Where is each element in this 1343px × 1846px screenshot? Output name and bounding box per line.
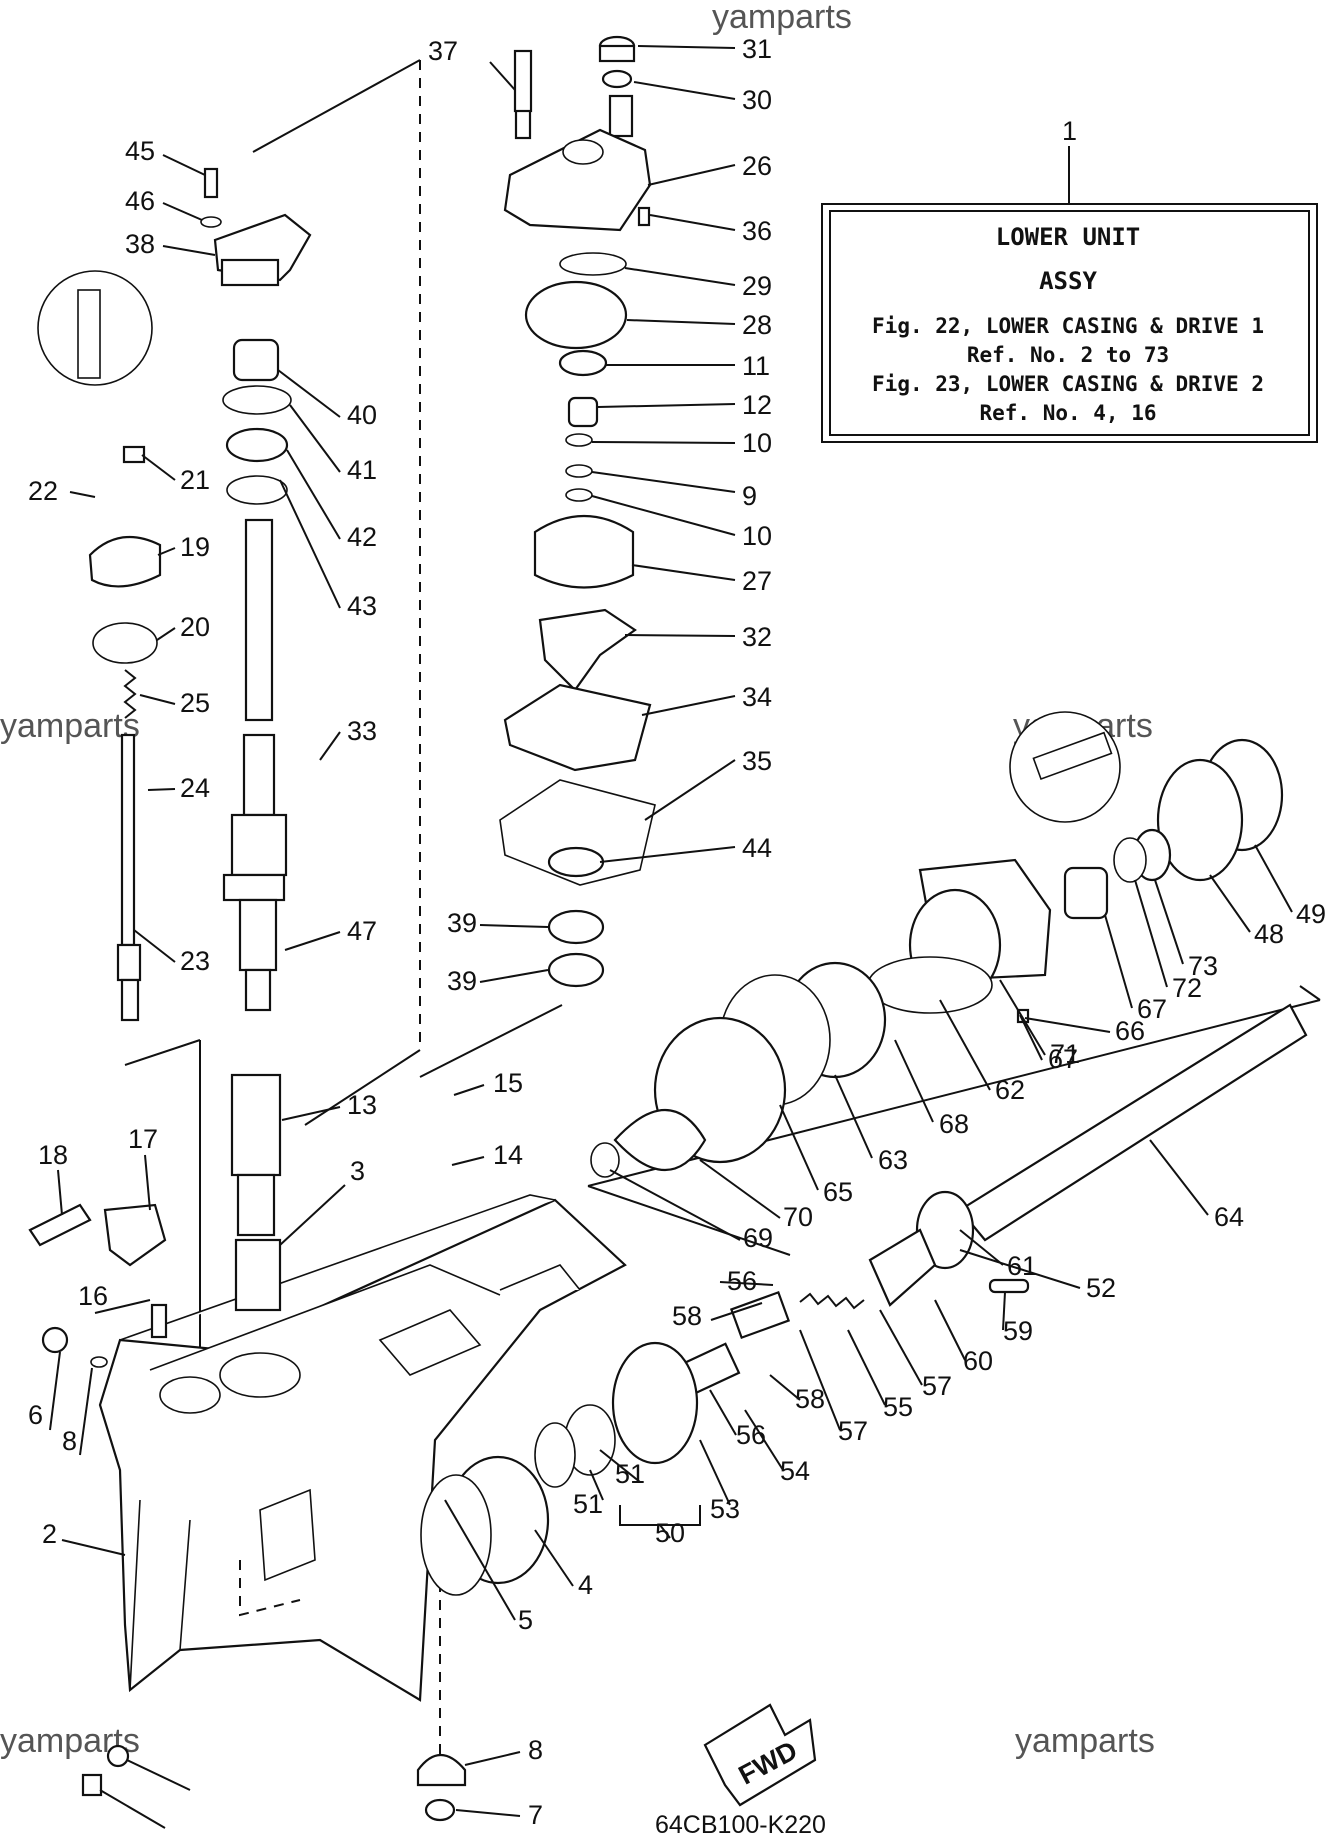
callout: 64 — [1214, 1202, 1244, 1232]
callout: 3 — [350, 1156, 365, 1186]
callout: 52 — [1086, 1273, 1116, 1303]
callout: 70 — [783, 1202, 813, 1232]
callout: 17 — [128, 1124, 158, 1154]
lower-casing — [98, 1194, 627, 1702]
callout: 48 — [1254, 919, 1284, 949]
callout: 10 — [742, 521, 772, 551]
callout: 71 — [1050, 1039, 1080, 1069]
callout: 39 — [447, 908, 477, 938]
callout: 39 — [447, 966, 477, 996]
callout: 7 — [528, 1800, 543, 1830]
callout: 43 — [347, 591, 377, 621]
callout: 4 — [578, 1570, 593, 1600]
callout: 26 — [742, 151, 772, 181]
callout: 54 — [780, 1456, 810, 1486]
callout: 20 — [180, 612, 210, 642]
callout: 16 — [78, 1281, 108, 1311]
callout: 53 — [710, 1494, 740, 1524]
callout: 73 — [1188, 951, 1218, 981]
callout: 22 — [28, 476, 58, 506]
callout: 8 — [62, 1426, 77, 1456]
callout: 23 — [180, 946, 210, 976]
callout-1: 1 — [1062, 116, 1077, 146]
callout: 33 — [347, 716, 377, 746]
callout: 14 — [493, 1140, 523, 1170]
callout: 47 — [347, 916, 377, 946]
callout: 69 — [743, 1223, 773, 1253]
callout: 65 — [823, 1177, 853, 1207]
callout: 37 — [428, 36, 458, 66]
diagram-code: 64CB100-K220 — [655, 1811, 826, 1839]
callout: 59 — [1003, 1316, 1033, 1346]
callout: 55 — [883, 1392, 913, 1422]
callout: 32 — [742, 622, 772, 652]
callout: 35 — [742, 746, 772, 776]
callout: 68 — [939, 1109, 969, 1139]
callout: 2 — [42, 1519, 57, 1549]
water-pump-parts — [499, 35, 656, 988]
callout: 25 — [180, 688, 210, 718]
callout: 44 — [742, 833, 772, 863]
watermark: yamparts — [0, 707, 140, 745]
callout: 49 — [1296, 899, 1326, 929]
callout: 67 — [1137, 994, 1167, 1024]
callout: 15 — [493, 1068, 523, 1098]
watermark: yamparts — [712, 0, 852, 36]
callout: 30 — [742, 85, 772, 115]
box-title: LOWER UNIT — [996, 223, 1141, 251]
callout: 67 — [1048, 1044, 1078, 1074]
callout-labels: 37 31 30 26 36 29 28 11 12 10 9 10 27 32… — [28, 34, 1326, 1830]
callout: 57 — [922, 1371, 952, 1401]
callout: 5 — [518, 1605, 533, 1635]
callout: 11 — [742, 351, 770, 381]
shift-rod-parts — [28, 270, 168, 1797]
callout: 13 — [347, 1090, 377, 1120]
callout: 57 — [838, 1416, 868, 1446]
watermark: yamparts — [1015, 1722, 1155, 1760]
callout: 36 — [742, 216, 772, 246]
callout: 12 — [742, 390, 772, 420]
callout: 66 — [1115, 1016, 1145, 1046]
callout: 58 — [672, 1301, 702, 1331]
callout: 62 — [995, 1075, 1025, 1105]
callout: 50 — [655, 1518, 685, 1548]
callout: 8 — [528, 1735, 543, 1765]
callout: 18 — [38, 1140, 68, 1170]
callout: 10 — [742, 428, 772, 458]
callout: 21 — [180, 465, 210, 495]
callout: 60 — [963, 1346, 993, 1376]
callout: 31 — [742, 34, 772, 64]
callout: 51 — [573, 1489, 603, 1519]
callout: 27 — [742, 566, 772, 596]
callout: 40 — [347, 400, 377, 430]
callout: 34 — [742, 682, 772, 712]
box-fig23: Fig. 23, LOWER CASING & DRIVE 2 — [872, 372, 1264, 396]
callout: 38 — [125, 229, 155, 259]
box-fig23-ref: Ref. No. 4, 16 — [979, 401, 1156, 425]
box-subtitle: ASSY — [1039, 267, 1097, 295]
callout: 9 — [742, 481, 757, 511]
assembly-info-box: 1 LOWER UNIT ASSY Fig. 22, LOWER CASING … — [821, 116, 1318, 443]
leader-lines — [49, 45, 1293, 1829]
callout: 19 — [180, 532, 210, 562]
callout: 63 — [878, 1145, 908, 1175]
box-fig22-ref: Ref. No. 2 to 73 — [967, 343, 1169, 367]
callout: 6 — [28, 1400, 43, 1430]
callout: 56 — [727, 1266, 757, 1296]
callout: 41 — [347, 455, 377, 485]
fwd-arrow: FWD — [703, 1703, 817, 1807]
callout: 46 — [125, 186, 155, 216]
callout: 45 — [125, 136, 155, 166]
callout: 72 — [1172, 973, 1202, 1003]
box-fig22: Fig. 22, LOWER CASING & DRIVE 1 — [872, 314, 1264, 338]
callout: 24 — [180, 773, 210, 803]
callout: 42 — [347, 522, 377, 552]
driveshaft-parts — [200, 49, 533, 1312]
callout: 28 — [742, 310, 772, 340]
callout: 29 — [742, 271, 772, 301]
